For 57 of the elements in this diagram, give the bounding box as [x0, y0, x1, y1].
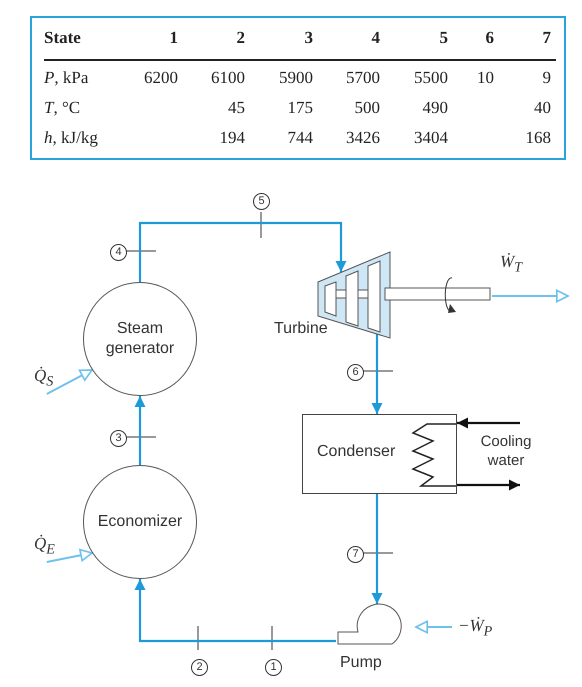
table-value: 194 — [220, 128, 245, 148]
condenser-box — [302, 414, 457, 494]
table-value: 6200 — [144, 68, 178, 88]
table-value: 5500 — [414, 68, 448, 88]
table-value: 3426 — [346, 128, 380, 148]
arrow — [372, 334, 382, 414]
column-header: 6 — [486, 28, 494, 48]
arrow — [372, 494, 382, 604]
arrow — [138, 222, 346, 282]
heat-rate-label: Q̇$_{E}$ — [34, 534, 55, 558]
table-value: 5900 — [279, 68, 313, 88]
energy-arrow — [492, 290, 569, 302]
table-value: 175 — [288, 98, 313, 118]
table-value: 500 — [354, 98, 380, 118]
table-value: 5700 — [346, 68, 380, 88]
callout-number: 7 — [347, 546, 364, 563]
energy-arrow — [46, 548, 93, 563]
column-header: 3 — [304, 28, 313, 48]
row-header: h, kJ/kg — [44, 128, 98, 148]
callout-number: 6 — [347, 364, 364, 381]
column-header: 1 — [170, 28, 178, 48]
economizer-circle: Economizer — [83, 465, 197, 579]
column-header: 2 — [236, 28, 245, 48]
table-value: 490 — [422, 98, 448, 118]
callout-number: 5 — [253, 193, 270, 210]
column-header: 5 — [440, 28, 448, 48]
arrow — [457, 418, 520, 428]
power-label: Ẇ$_{T}$ — [500, 252, 522, 276]
table-value: 9 — [542, 68, 551, 88]
heat-rate-label: Q̇$_{S}$ — [34, 366, 54, 390]
callout-number: 3 — [110, 430, 127, 447]
flow-label: Cooling water — [480, 432, 532, 470]
power-label: −Ẇ$_{P}$ — [458, 616, 492, 640]
table-value: 45 — [228, 98, 245, 118]
arrow — [134, 579, 336, 642]
callout-number: 2 — [191, 659, 208, 676]
table-value: 10 — [477, 68, 494, 88]
table-value: 6100 — [211, 68, 245, 88]
table-value: 744 — [288, 128, 313, 148]
table-value: 168 — [526, 128, 551, 148]
table-value: 40 — [534, 98, 551, 118]
column-header: 7 — [542, 28, 551, 48]
component-label: Pump — [340, 654, 382, 672]
arrow — [134, 396, 146, 465]
component-label: Condenser — [317, 443, 396, 461]
table-value: 3404 — [414, 128, 448, 148]
row-header: T, °C — [44, 98, 80, 118]
steam-generator-circle: Steam generator — [83, 282, 197, 396]
row-header: P, kPa — [44, 68, 88, 88]
callout-number: 4 — [110, 244, 127, 261]
column-header: State — [44, 28, 81, 48]
arrow — [457, 480, 520, 490]
energy-arrow — [415, 620, 452, 634]
callout-number: 1 — [265, 659, 282, 676]
energy-arrow — [46, 369, 93, 395]
column-header: 4 — [372, 28, 380, 48]
component-label: Turbine — [274, 320, 328, 338]
